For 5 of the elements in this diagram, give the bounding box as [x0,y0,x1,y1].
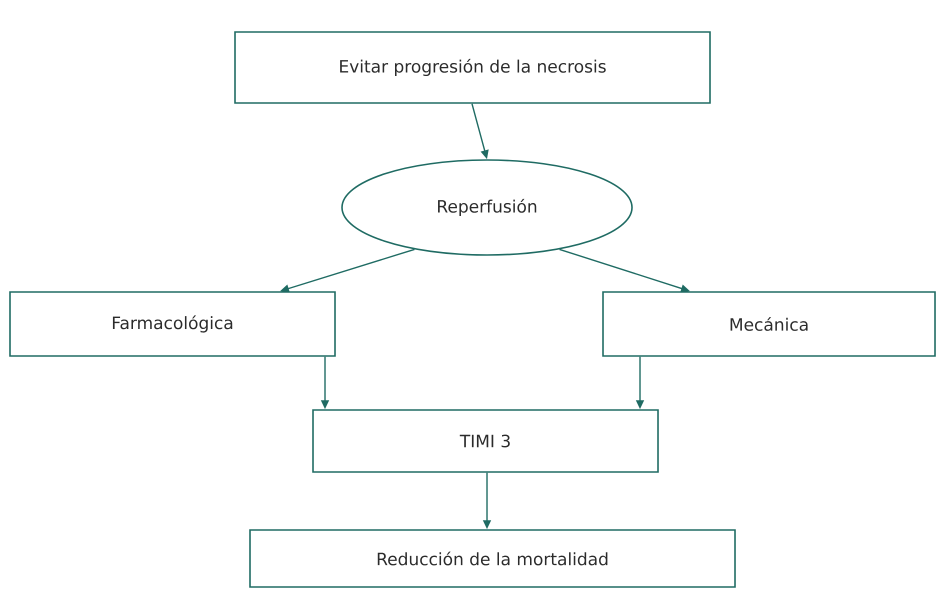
process-box: Farmacológica [9,291,336,357]
process-box: Reducción de la mortalidad [249,529,736,588]
process-box: TIMI 3 [312,409,659,473]
process-box: Mecánica [602,291,936,357]
process-box: Evitar progresión de la necrosis [234,31,711,104]
